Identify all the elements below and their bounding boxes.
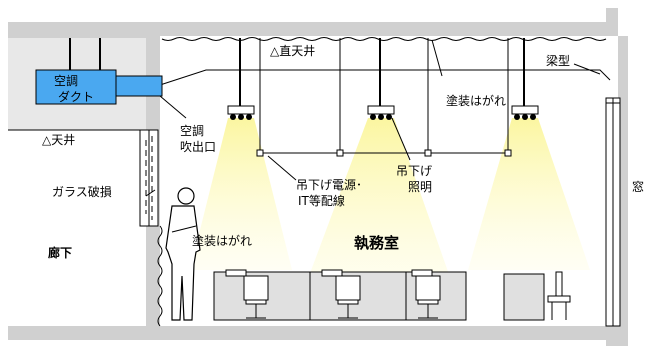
light-beam-1 [190,118,292,270]
floor-slab [8,326,618,340]
ceiling-label: △天井 [42,133,76,147]
light-beam-2 [300,118,458,300]
beam-label: 梁型 [546,54,571,68]
corridor-label: 廊下 [48,246,73,260]
glass-damage-label: ガラス破損 [52,185,112,199]
paint-peel-top-label: 塗装はがれ [446,94,507,108]
window-frame [605,97,621,327]
duct-pipe [115,75,163,97]
broken-glass-panel [139,129,159,227]
person-figure [165,187,201,321]
cable-line [256,149,512,157]
aircon-label: 空調 [54,74,79,88]
hanging-light-label: 吊下げ [396,164,433,178]
ceiling-peel-line [161,37,607,41]
furniture [213,269,571,321]
hanging-power-label-2: IT等配線 [298,194,345,208]
light-beams [190,118,590,300]
light-fixture-2 [367,105,395,120]
leader-lines [145,39,601,233]
structure [8,8,628,346]
beam-outline [159,69,611,86]
desk-2 [309,269,407,321]
top-slab-left [8,22,160,38]
light-fixture-1 [227,105,255,120]
hanging-power-label: 吊下げ電源･ [296,178,363,192]
office-label: 執務室 [354,234,400,252]
aircon-outlet-label-2: 吹出口 [180,140,217,154]
aircon-outlet-label: 空調 [180,124,205,138]
hanging-rods [239,38,525,152]
light-fixtures [227,105,539,120]
right-column-top [606,8,618,36]
window-label: 窓 [632,180,645,194]
air-duct [35,38,163,105]
wall-peel-line [157,225,163,327]
desk-3 [405,269,467,321]
light-fixture-3 [511,105,539,120]
light-beam-3 [468,118,590,270]
hanging-light-label-2: 照明 [408,180,433,194]
right-wall [618,36,628,346]
desk-1 [213,269,311,321]
direct-ceiling-label: △直天井 [270,44,316,58]
right-column-bottom [606,326,618,346]
paint-peel-wall-label: 塗装はがれ [192,234,253,248]
desk-4 [503,271,571,321]
duct-label: ダクト [58,90,95,104]
top-slab-main [160,22,606,36]
